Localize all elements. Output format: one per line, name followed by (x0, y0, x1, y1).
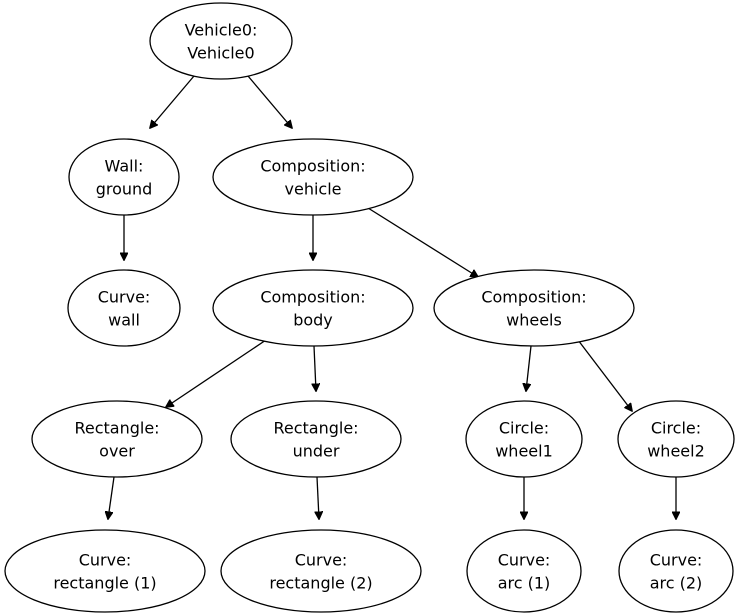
graph-node-circle_wheel1[interactable]: Circle: wheel1 (465, 400, 583, 478)
node-ellipse[interactable] (617, 400, 735, 478)
graph-node-rectangle_under[interactable]: Rectangle: under (230, 400, 402, 478)
graph-node-composition_wheels[interactable]: Composition: wheels (433, 269, 635, 347)
graph-node-curve_arc_1[interactable]: Curve: arc (1) (466, 529, 582, 613)
graph-edge-vehicle0-to-wall (150, 75, 195, 128)
node-ellipse[interactable] (212, 138, 414, 216)
node-label-name: wheel1 (495, 442, 553, 461)
node-label-name: rectangle (1) (53, 574, 156, 593)
graph-edge-rectangle-under-to-curve-2 (317, 476, 319, 519)
graph-edge-vehicle0-to-composition-vehicle (247, 75, 292, 128)
node-label-type: Composition: (260, 157, 365, 176)
node-ellipse[interactable] (220, 529, 422, 613)
node-label-name: rectangle (2) (269, 574, 372, 593)
graph-node-composition_vehicle[interactable]: Composition: vehicle (212, 138, 414, 216)
node-label-type: Curve: (295, 551, 348, 570)
edge-line (577, 339, 632, 411)
node-label-name: ground (96, 180, 153, 199)
graph-node-rectangle_over[interactable]: Rectangle: over (31, 400, 203, 478)
node-label-name: Vehicle0 (187, 44, 254, 63)
node-label-name: under (293, 442, 340, 461)
graph-node-wall_ground[interactable]: Wall: ground (68, 138, 180, 216)
node-label-type: Composition: (481, 288, 586, 307)
edge-line (166, 339, 267, 407)
node-ellipse[interactable] (68, 138, 180, 216)
edge-line (150, 75, 195, 128)
edge-layer (108, 75, 676, 519)
node-ellipse[interactable] (230, 400, 402, 478)
graph-edge-body-to-rectangle-under (314, 345, 316, 391)
node-label-type: Curve: (650, 551, 703, 570)
edge-line (108, 476, 115, 519)
graph-node-curve_rectangle_1[interactable]: Curve: rectangle (1) (4, 529, 206, 613)
edge-line (247, 75, 292, 128)
node-label-type: Rectangle: (74, 419, 159, 438)
node-ellipse[interactable] (618, 529, 734, 613)
node-label-type: Curve: (498, 551, 551, 570)
node-label-type: Curve: (79, 551, 132, 570)
node-label-type: Vehicle0: (185, 21, 258, 40)
node-label-type: Circle: (499, 419, 549, 438)
node-ellipse[interactable] (4, 529, 206, 613)
graph-node-circle_wheel2[interactable]: Circle: wheel2 (617, 400, 735, 478)
node-label-type: Wall: (105, 157, 144, 176)
node-ellipse[interactable] (67, 269, 181, 347)
node-label-name: arc (2) (650, 574, 703, 593)
node-label-name: arc (1) (498, 574, 551, 593)
graph-node-vehicle0[interactable]: Vehicle0: Vehicle0 (149, 2, 293, 80)
graph-node-curve_arc_2[interactable]: Curve: arc (2) (618, 529, 734, 613)
graph-edge-body-to-rectangle-over (166, 339, 267, 407)
node-ellipse[interactable] (433, 269, 635, 347)
edge-line (526, 345, 532, 391)
edge-line (317, 476, 319, 519)
node-label-name: vehicle (285, 180, 342, 199)
node-label-name: wheels (506, 311, 562, 330)
node-ellipse[interactable] (212, 269, 414, 347)
graph-node-composition_body[interactable]: Composition: body (212, 269, 414, 347)
node-label-name: over (99, 442, 135, 461)
node-label-name: wheel2 (647, 442, 705, 461)
node-label-name: wall (108, 311, 140, 330)
graph-edge-rectangle-over-to-curve-1 (108, 476, 115, 519)
node-ellipse[interactable] (149, 2, 293, 80)
node-label-type: Curve: (98, 288, 151, 307)
graph-edge-wheels-to-circle-wheel1 (526, 345, 532, 391)
edge-line (314, 345, 316, 391)
node-ellipse[interactable] (466, 529, 582, 613)
node-label-name: body (293, 311, 333, 330)
node-label-type: Circle: (651, 419, 701, 438)
edge-line (367, 207, 478, 277)
node-label-type: Rectangle: (273, 419, 358, 438)
node-label-type: Composition: (260, 288, 365, 307)
graph-node-curve_rectangle_2[interactable]: Curve: rectangle (2) (220, 529, 422, 613)
graph-node-curve_wall[interactable]: Curve: wall (67, 269, 181, 347)
node-ellipse[interactable] (465, 400, 583, 478)
graph-edge-composition-vehicle-to-wheels (367, 207, 478, 277)
node-ellipse[interactable] (31, 400, 203, 478)
graph-edge-wheels-to-circle-wheel2 (577, 339, 632, 411)
node-layer: Vehicle0:Vehicle0Wall:groundComposition:… (4, 2, 735, 613)
